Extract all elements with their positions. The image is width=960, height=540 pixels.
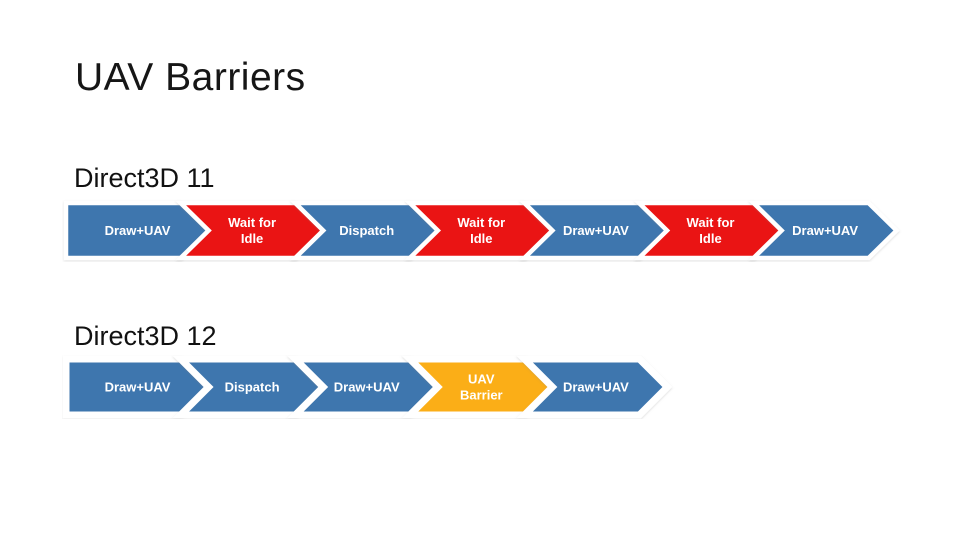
chevron-label-line: Draw+UAV bbox=[105, 223, 171, 238]
chevron-label-line: Dispatch bbox=[225, 380, 280, 395]
section-heading-direct3d11: Direct3D 11 bbox=[74, 163, 215, 193]
chevron-label-line: Draw+UAV bbox=[563, 380, 629, 395]
chevron-label-line: Wait for bbox=[228, 215, 276, 230]
chevron-label-line: Dispatch bbox=[339, 223, 394, 238]
chevron-label: Draw+UAV bbox=[105, 380, 171, 395]
chevron-label: Draw+UAV bbox=[563, 223, 629, 238]
chevron-label-line: Draw+UAV bbox=[563, 223, 629, 238]
chevron-label-line: Draw+UAV bbox=[792, 223, 858, 238]
slide-title: UAV Barriers bbox=[75, 56, 306, 99]
chevron-shape-draw-uav bbox=[515, 355, 673, 419]
chevron-shape-draw-uav bbox=[748, 200, 900, 261]
chevron-label-line: Idle bbox=[699, 231, 721, 246]
chevron-label: Draw+UAV bbox=[334, 380, 400, 395]
section-heading-direct3d12: Direct3D 12 bbox=[74, 321, 217, 351]
chevron-label-line: Draw+UAV bbox=[105, 380, 171, 395]
chevron-label: Draw+UAV bbox=[563, 380, 629, 395]
chevron-label: Draw+UAV bbox=[105, 223, 171, 238]
chevron-label: Draw+UAV bbox=[792, 223, 858, 238]
chevron-label-line: Barrier bbox=[460, 388, 503, 403]
chevron-label-line: Idle bbox=[470, 231, 492, 246]
chevron-label-line: Draw+UAV bbox=[334, 380, 400, 395]
chevron-label-line: Wait for bbox=[687, 215, 735, 230]
chevron-label-line: Idle bbox=[241, 231, 263, 246]
chevron-label-line: Wait for bbox=[457, 215, 505, 230]
chevron-label-line: UAV bbox=[468, 372, 495, 387]
chevron-label: Dispatch bbox=[339, 223, 394, 238]
chevron-label: Dispatch bbox=[225, 380, 280, 395]
